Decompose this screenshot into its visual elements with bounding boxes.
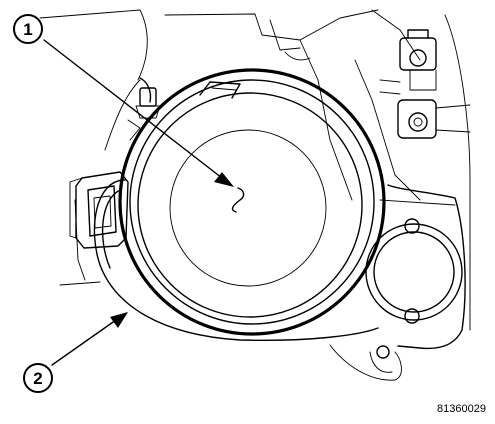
figure-id: 81360029 bbox=[437, 403, 486, 415]
mounting-bracket bbox=[379, 29, 471, 139]
wire-connector bbox=[69, 171, 129, 249]
fog-lamp-lens bbox=[118, 68, 386, 336]
leader-line-2 bbox=[51, 312, 128, 366]
bulb-filament bbox=[231, 187, 245, 213]
callout-1-label: 1 bbox=[23, 20, 32, 39]
callout-2: 2 bbox=[23, 363, 53, 393]
callout-1: 1 bbox=[13, 14, 43, 44]
mounting-ring bbox=[365, 218, 463, 324]
body-structure bbox=[39, 9, 471, 350]
leader-line-1 bbox=[43, 39, 234, 187]
callout-2-label: 2 bbox=[33, 369, 42, 388]
